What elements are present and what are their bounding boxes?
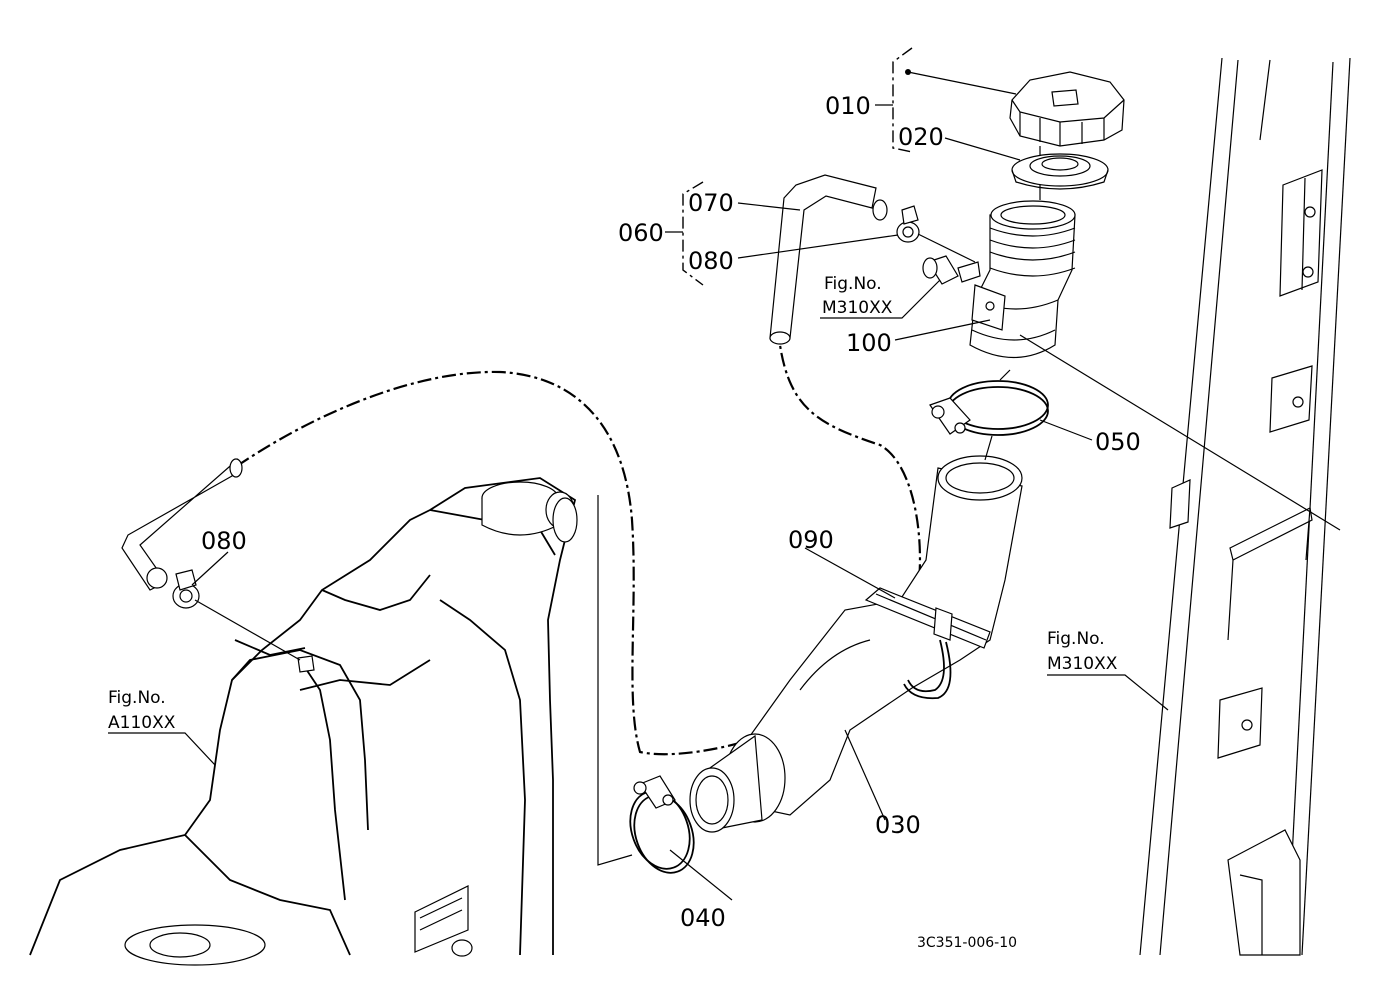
hose-clip-080-lower: [172, 569, 200, 609]
cable-tie-090: [864, 587, 991, 700]
part-labels: 010 020 030 040 050 060 070 080 080 090 …: [201, 92, 1141, 932]
leader-lines: [108, 71, 1169, 901]
frame-pillar: [1139, 57, 1351, 956]
filler-neck-100: [969, 200, 1076, 359]
strainer-020: [1011, 153, 1109, 190]
fig-ref-2-line1: Fig.No.: [108, 688, 166, 708]
label-060: 060: [618, 219, 664, 247]
hose-clip-080-upper: [896, 205, 920, 243]
label-030: 030: [875, 811, 921, 839]
drawing-code: 3C351-006-10: [917, 935, 1017, 951]
fig-ref-3-line1: Fig.No.: [1047, 629, 1105, 649]
filler-cap-010: [1009, 71, 1125, 147]
label-040: 040: [680, 904, 726, 932]
fig-ref-3-line2: M310XX: [1047, 654, 1118, 674]
fuel-tank: [29, 477, 633, 966]
fig-ref-2-line2: A110XX: [108, 713, 176, 733]
breather-fitting: [922, 255, 981, 285]
label-090: 090: [788, 526, 834, 554]
breather-hose-070: [769, 174, 888, 345]
hose-clamp-050: [929, 380, 1049, 436]
label-080-upper: 080: [688, 247, 734, 275]
label-050: 050: [1095, 428, 1141, 456]
label-020: 020: [898, 123, 944, 151]
group-bracket-060: [682, 181, 704, 286]
hose-clamp-040: [629, 775, 695, 874]
filler-hose-030: [689, 455, 1023, 833]
label-070: 070: [688, 189, 734, 217]
fig-ref-1-line1: Fig.No.: [824, 274, 882, 294]
assembly-centerlines: [194, 146, 1341, 661]
breather-route: [236, 344, 922, 756]
figure-references: Fig.No. M310XX Fig.No. A110XX Fig.No. M3…: [108, 274, 1118, 733]
label-080-lower: 080: [201, 527, 247, 555]
label-010: 010: [825, 92, 871, 120]
fig-ref-1-line2: M310XX: [822, 298, 893, 318]
label-100: 100: [846, 329, 892, 357]
breather-hose-lower: [121, 458, 243, 591]
